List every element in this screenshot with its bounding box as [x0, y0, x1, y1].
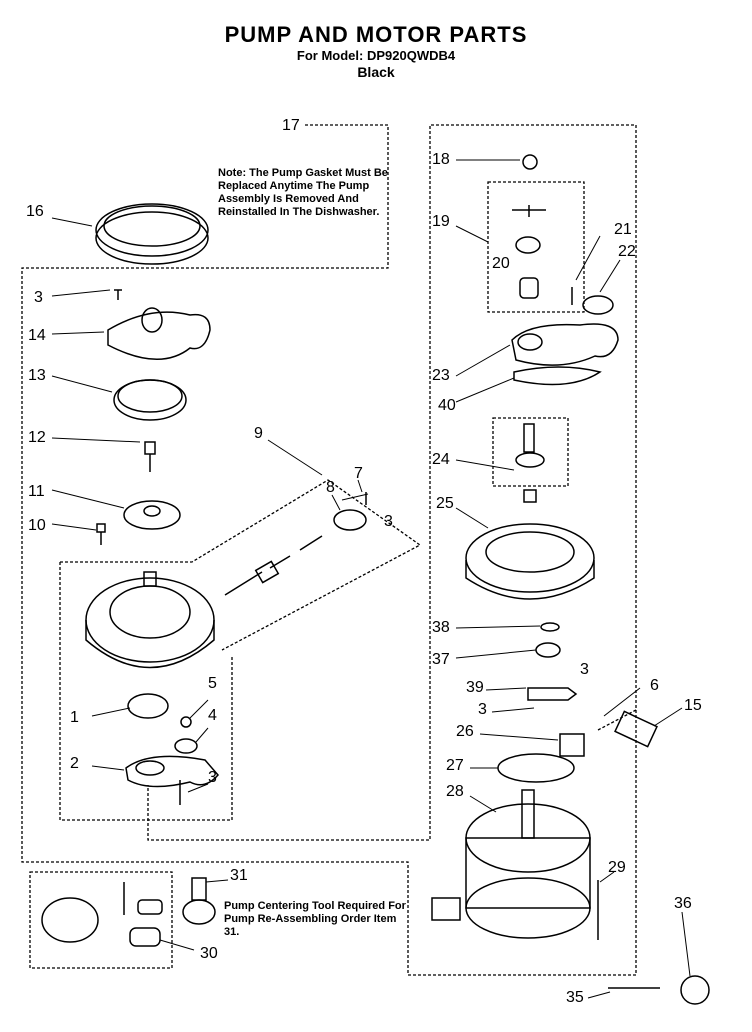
callout-4: 4	[208, 707, 217, 724]
assembly-outlines	[21, 124, 637, 976]
shaft-24	[515, 423, 545, 503]
callout-10: 10	[28, 517, 46, 534]
leader-lines	[51, 159, 691, 999]
callout-3e: 3	[478, 701, 487, 718]
plate-39	[527, 687, 578, 701]
filter-1	[127, 693, 169, 719]
screw-10	[96, 523, 106, 545]
pump-cover-14	[107, 289, 211, 360]
pump-gasket-16	[95, 203, 209, 265]
gasket-40	[513, 366, 602, 386]
callout-6: 6	[650, 677, 659, 694]
ball-5	[180, 716, 192, 728]
callout-27: 27	[446, 757, 464, 774]
callout-18: 18	[432, 151, 450, 168]
disc-27	[497, 753, 575, 783]
callout-13: 13	[28, 367, 46, 384]
callout-21: 21	[614, 221, 632, 238]
callout-31: 31	[230, 867, 248, 884]
callout-17: 17	[282, 117, 300, 134]
motor-mount-25	[465, 523, 595, 600]
service-kit-30	[41, 882, 163, 947]
bolt-12	[144, 441, 156, 472]
callout-15: 15	[684, 697, 702, 714]
callout-3a: 3	[34, 289, 43, 306]
pump-gasket-note: Note: The Pump Gasket Must Be Replaced A…	[218, 167, 388, 218]
callout-9: 9	[254, 425, 263, 442]
callout-8: 8	[326, 479, 335, 496]
pump-housing	[85, 571, 215, 669]
callout-29: 29	[608, 859, 626, 876]
callout-24: 24	[432, 451, 450, 468]
motor-28	[431, 789, 591, 939]
callout-16: 16	[26, 203, 44, 220]
callout-2: 2	[70, 755, 79, 772]
sensor-15	[614, 710, 658, 748]
check-valve-9	[224, 492, 367, 596]
nut-18	[522, 154, 538, 170]
callout-26: 26	[456, 723, 474, 740]
callout-25: 25	[436, 495, 454, 512]
callout-19: 19	[432, 213, 450, 230]
callout-40: 40	[438, 397, 456, 414]
callout-20: 20	[492, 255, 510, 272]
model-number: For Model: DP920QWDB4	[296, 48, 456, 63]
nut-36	[680, 975, 710, 1005]
callout-3c: 3	[208, 769, 217, 786]
callout-22: 22	[618, 243, 636, 260]
callout-36: 36	[674, 895, 692, 912]
seal-ring-13	[113, 379, 187, 421]
callout-3d: 3	[580, 661, 589, 678]
cap-20	[519, 277, 539, 299]
upper-housing-23	[511, 323, 619, 366]
agitator-19	[512, 205, 546, 254]
callout-35: 35	[566, 989, 584, 1006]
ring-4	[174, 738, 198, 754]
callout-5: 5	[208, 675, 217, 692]
centering-tool-note: Pump Centering Tool Required For Pump Re…	[224, 900, 406, 938]
seal-37	[535, 642, 561, 658]
centering-tool-31	[182, 877, 216, 925]
callout-28: 28	[446, 783, 464, 800]
base-2	[125, 755, 219, 788]
callout-3b: 3	[384, 513, 393, 530]
callout-37: 37	[432, 651, 450, 668]
callout-12: 12	[28, 429, 46, 446]
callout-11: 11	[28, 483, 45, 500]
callout-7: 7	[354, 465, 363, 482]
callout-14: 14	[28, 327, 46, 344]
callout-38: 38	[432, 619, 450, 636]
impeller-11	[123, 500, 181, 530]
callout-30: 30	[200, 945, 218, 962]
oring-38	[540, 622, 560, 632]
callout-39: 39	[466, 679, 484, 696]
oring-22	[582, 295, 614, 315]
callout-1: 1	[70, 709, 79, 726]
model-color: Black	[357, 64, 395, 80]
diagram-title: PUMP AND MOTOR PARTS	[224, 22, 528, 47]
callout-23: 23	[432, 367, 450, 384]
capacitor-26	[559, 733, 585, 757]
